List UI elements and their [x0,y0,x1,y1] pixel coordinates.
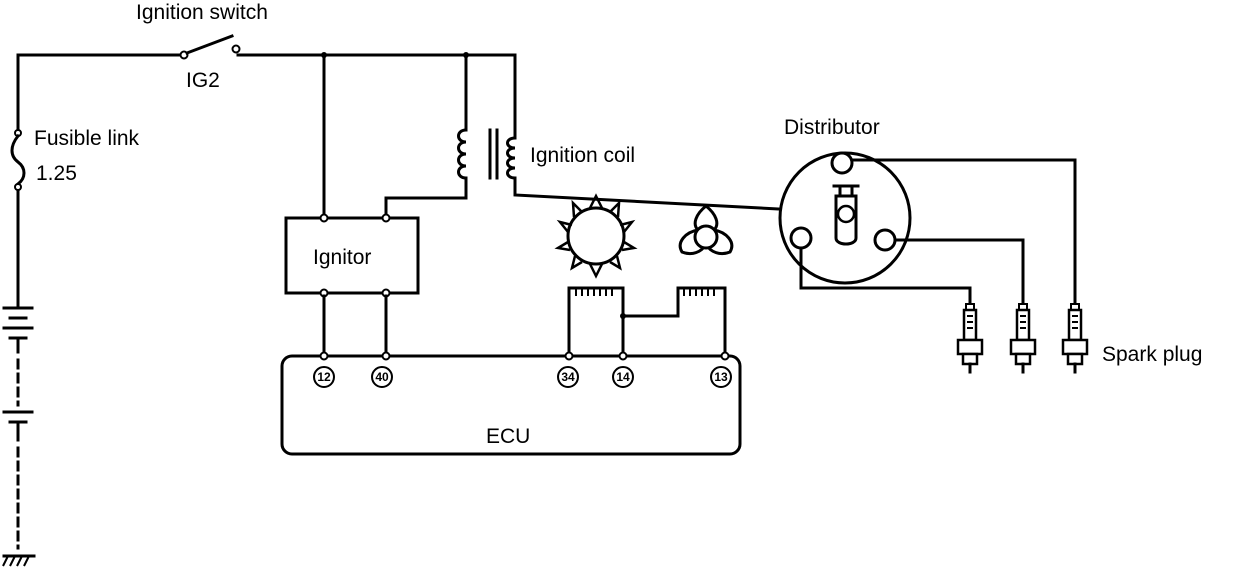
ignitor-label: Ignitor [313,246,371,269]
ignition-switch [179,34,241,60]
spark-plug-wiring [799,158,1077,306]
spark-plug-label: Spark plug [1102,343,1202,366]
ignition-coil-label: Ignition coil [530,144,635,167]
reluctor-gear-symbol [554,193,638,279]
three-lobe-rotor-symbol [678,204,734,256]
ignitor-box [284,216,420,295]
ecu-pin-markers [319,351,730,361]
spark-plug-3 [1061,303,1089,374]
distributor-terminals [789,151,897,252]
distributor-label: Distributor [784,116,880,139]
ignition-coil [457,53,838,214]
ignition-switch-label: Ignition switch [136,1,268,24]
fusible-rating-label: 1.25 [36,162,77,185]
ecu-pin-34: 34 [561,370,575,384]
ecu-pin-40: 40 [375,370,389,384]
fusible-link [10,129,26,191]
spark-plug-2 [1009,303,1037,374]
ignitor-ecu-wiring [322,294,388,356]
ignitor-terminals [319,213,391,298]
distributor-rotor [832,184,860,246]
ecu-label: ECU [486,425,530,448]
pickup-coils [567,286,727,356]
power-feed-wiring [16,53,517,307]
ground-symbol [2,554,36,567]
ecu-pin-13: 13 [714,370,728,384]
battery-symbol [2,306,34,550]
ecu-pin-14: 14 [616,370,630,384]
ecu-pin-12: 12 [317,370,331,384]
spark-plug-1 [956,303,984,374]
ig2-label: IG2 [186,69,220,92]
ignitor-feed-wiring [321,52,469,220]
ecu-pin-circles [313,366,732,388]
fusible-link-label: Fusible link [34,127,140,150]
